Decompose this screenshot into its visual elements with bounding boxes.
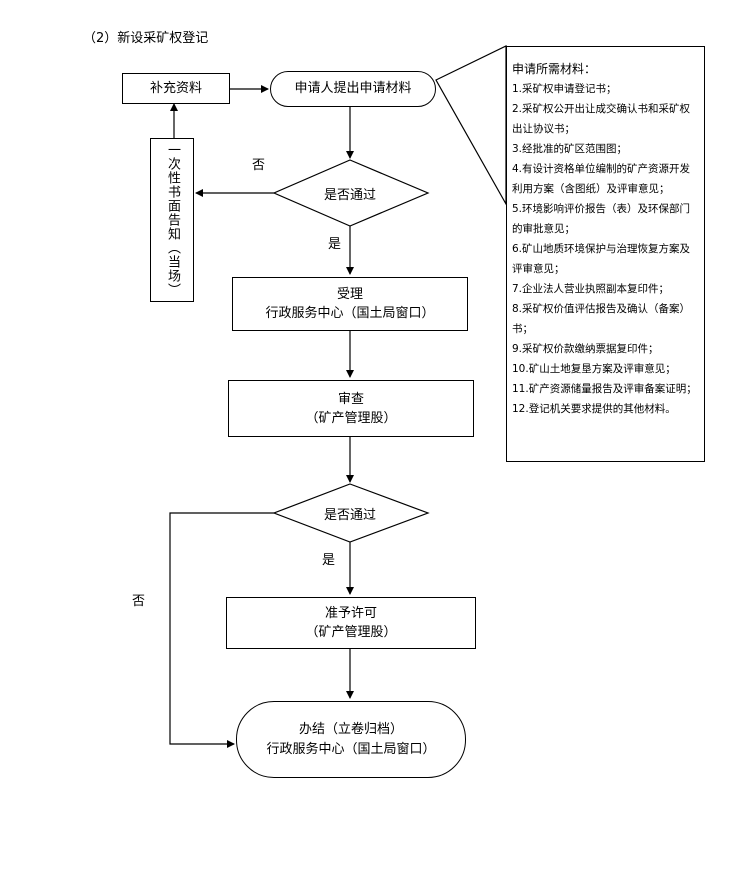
accept-title: 受理 — [336, 287, 363, 302]
edge-label-yes1: 是 — [328, 237, 342, 252]
finish-sub: 行政服务中心（国土局窗口） — [266, 741, 436, 757]
edge-label-no1: 否 — [252, 158, 266, 173]
page-title: （2）新设采矿权登记 — [83, 31, 209, 46]
requirement-item-1: 1.采矿权申请登记书； — [512, 83, 617, 95]
requirement-item-8: 8.采矿权价值评估报告及确认（备案）书； — [512, 303, 691, 335]
requirement-item-10: 10.矿山土地复垦方案及评审意见； — [512, 363, 676, 375]
one-time-notice-box: 一次性书面告知（当场） — [150, 138, 194, 302]
apply-label: 申请人提出申请材料 — [294, 81, 412, 96]
review-sub: （矿产管理股） — [305, 410, 397, 426]
accept-sub: 行政服务中心（国土局窗口） — [265, 306, 435, 321]
permit-sub: （矿产管理股） — [305, 625, 397, 640]
requirement-item-6: 6.矿山地质环境保护与治理恢复方案及评审意见； — [512, 243, 691, 275]
requirement-item-9: 9.采矿权价款缴纳票据复印件； — [512, 343, 659, 355]
permit-title: 准予许可 — [324, 606, 377, 621]
accept-box: 受理 行政服务中心（国土局窗口） — [232, 277, 468, 331]
requirement-item-5: 5.环境影响评价报告（表）及环保部门的审批意见； — [512, 203, 691, 235]
apply-node: 申请人提出申请材料 — [270, 71, 436, 107]
supplement-box: 补充资料 — [122, 73, 230, 104]
finish-title: 办结（立卷归档） — [298, 721, 403, 737]
supplement-label: 补充资料 — [149, 81, 202, 96]
callout-pointer — [435, 45, 507, 207]
decision2-label: 是否通过 — [323, 508, 376, 523]
requirement-item-12: 12.登记机关要求提供的其他材料。 — [512, 403, 676, 415]
requirements-title: 申请所需材料： — [512, 62, 597, 76]
arrow-decision2-no — [169, 512, 274, 748]
requirement-item-11: 11.矿产资源储量报告及评审备案证明； — [512, 383, 697, 395]
requirement-item-4: 4.有设计资格单位编制的矿产资源开发利用方案（含图纸）及评审意见； — [512, 163, 691, 195]
requirement-item-2: 2.采矿权公开出让成交确认书和采矿权出让协议书； — [512, 103, 691, 135]
decision1-label: 是否通过 — [323, 188, 376, 203]
review-box: 审查 （矿产管理股） — [228, 380, 474, 437]
finish-node: 办结（立卷归档） 行政服务中心（国土局窗口） — [236, 701, 466, 778]
one-time-notice-label: 一次性书面告知（当场） — [165, 143, 180, 297]
requirement-item-7: 7.企业法人营业执照副本复印件； — [512, 283, 670, 295]
review-title: 审查 — [337, 391, 364, 407]
permit-box: 准予许可 （矿产管理股） — [226, 597, 476, 649]
edge-label-no2: 否 — [132, 594, 146, 609]
requirement-item-3: 3.经批准的矿区范围图； — [512, 143, 628, 155]
requirements-box: 申请所需材料： 1.采矿权申请登记书； 2.采矿权公开出让成交确认书和采矿权出让… — [506, 46, 705, 462]
edge-label-yes2: 是 — [322, 553, 336, 568]
